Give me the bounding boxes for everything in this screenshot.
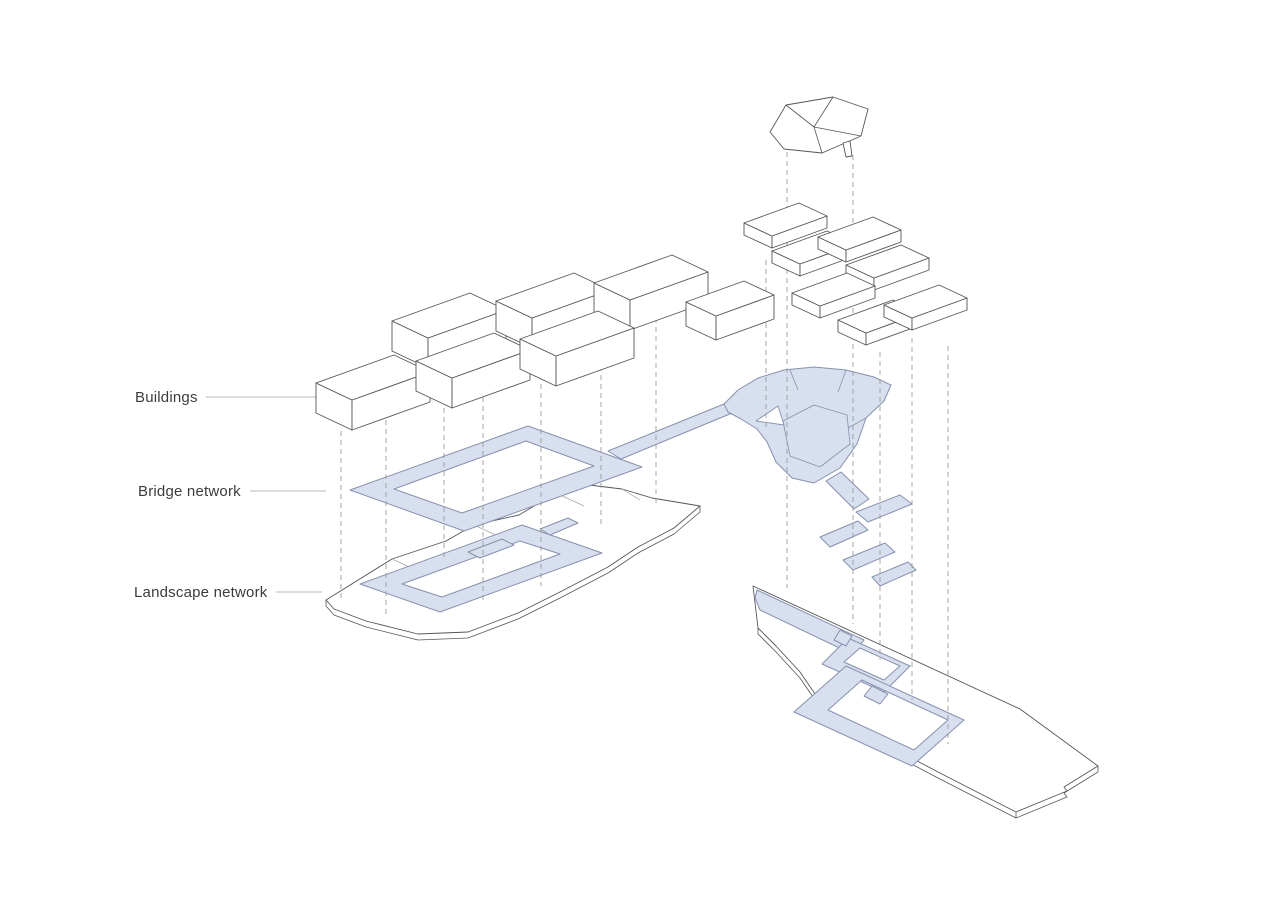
- bridge-step-patch: [819, 520, 869, 548]
- bridge-step-patch: [842, 542, 896, 571]
- bridge-tail-band: [825, 471, 870, 510]
- building-slab: [883, 284, 968, 331]
- building-slab: [791, 272, 876, 319]
- projection-lines: [340, 152, 949, 744]
- bridge-step-patch: [871, 561, 917, 587]
- faceted-building-leg: [842, 140, 853, 158]
- landscape-left-edge-thickness: [325, 506, 701, 641]
- building-slab: [743, 202, 828, 249]
- leader-lines: [206, 396, 326, 593]
- building-slab: [817, 216, 902, 263]
- bridge-loop: [349, 425, 643, 532]
- building-box: [685, 280, 775, 341]
- building-box: [315, 354, 431, 431]
- bridge-hub: [723, 366, 892, 484]
- landscape-right-blue-ring-large: [793, 665, 965, 767]
- stepped-buildings-cluster: [743, 202, 968, 346]
- faceted-building-facets: [785, 96, 862, 154]
- label-landscape-network: Landscape network: [134, 584, 268, 601]
- bridge-hub-void: [755, 405, 785, 426]
- landscape-left-blue-patch: [467, 538, 515, 559]
- building-box: [415, 332, 531, 409]
- faceted-building: [769, 96, 869, 158]
- landscape-plate-left: [325, 484, 701, 641]
- label-buildings: Buildings: [135, 389, 198, 406]
- landscape-plate-right: [752, 585, 1099, 819]
- building-box: [593, 254, 709, 331]
- landscape-left-blue-patch: [539, 517, 579, 536]
- buildings-cluster: [315, 254, 775, 431]
- landscape-right-blue-connector: [833, 629, 853, 647]
- landscape-left-terrace-lines: [391, 488, 641, 573]
- bridge-connector-band: [607, 403, 738, 460]
- faceted-building-body: [769, 96, 869, 154]
- bridge-hub-detail: [782, 369, 867, 468]
- label-bridge-network: Bridge network: [138, 483, 241, 500]
- landscape-right-blue-connector: [863, 685, 889, 705]
- building-box: [519, 310, 635, 387]
